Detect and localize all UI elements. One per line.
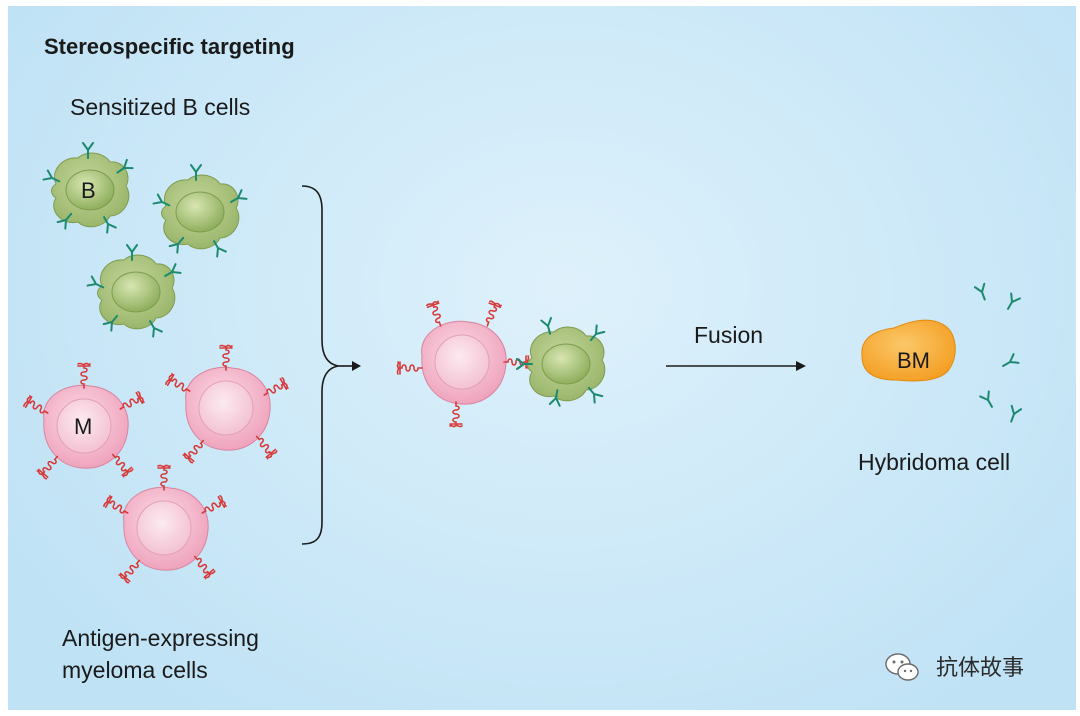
- secreted-antibodies: [973, 282, 1023, 425]
- myeloma-cell: [102, 464, 228, 584]
- grouping-brace: [301, 185, 339, 545]
- figure-title: Stereospecific targeting: [44, 34, 295, 59]
- sensitized-b-cells-label: Sensitized B cells: [70, 94, 251, 120]
- wechat-icon: [885, 653, 919, 681]
- hybridoma-letters: BM: [897, 348, 930, 373]
- fusion-arrowhead: [796, 361, 806, 371]
- watermark-text: 抗体故事: [936, 656, 1025, 681]
- hybridoma-cell-label: Hybridoma cell: [858, 449, 1011, 475]
- myeloma-cells-label: Antigen-expressing myeloma cells: [62, 622, 259, 686]
- myeloma-label-line1: Antigen-expressing: [62, 625, 259, 651]
- myeloma-cell-bound: [396, 299, 530, 428]
- fusion-label: Fusion: [694, 322, 764, 348]
- b-cell: [152, 164, 248, 258]
- myeloma-cell-labeled: M: [22, 362, 146, 480]
- b-cell: [86, 244, 182, 338]
- myeloma-cell-letter: M: [74, 414, 92, 439]
- b-cell-bound: [516, 316, 606, 407]
- b-cell-letter: B: [81, 178, 96, 203]
- hybridoma-cell: BM: [861, 319, 956, 382]
- myeloma-cell: [164, 344, 290, 464]
- b-cell-labeled: B: [42, 142, 134, 234]
- myeloma-label-line2: myeloma cells: [62, 657, 208, 683]
- brace-arrowhead: [352, 361, 361, 371]
